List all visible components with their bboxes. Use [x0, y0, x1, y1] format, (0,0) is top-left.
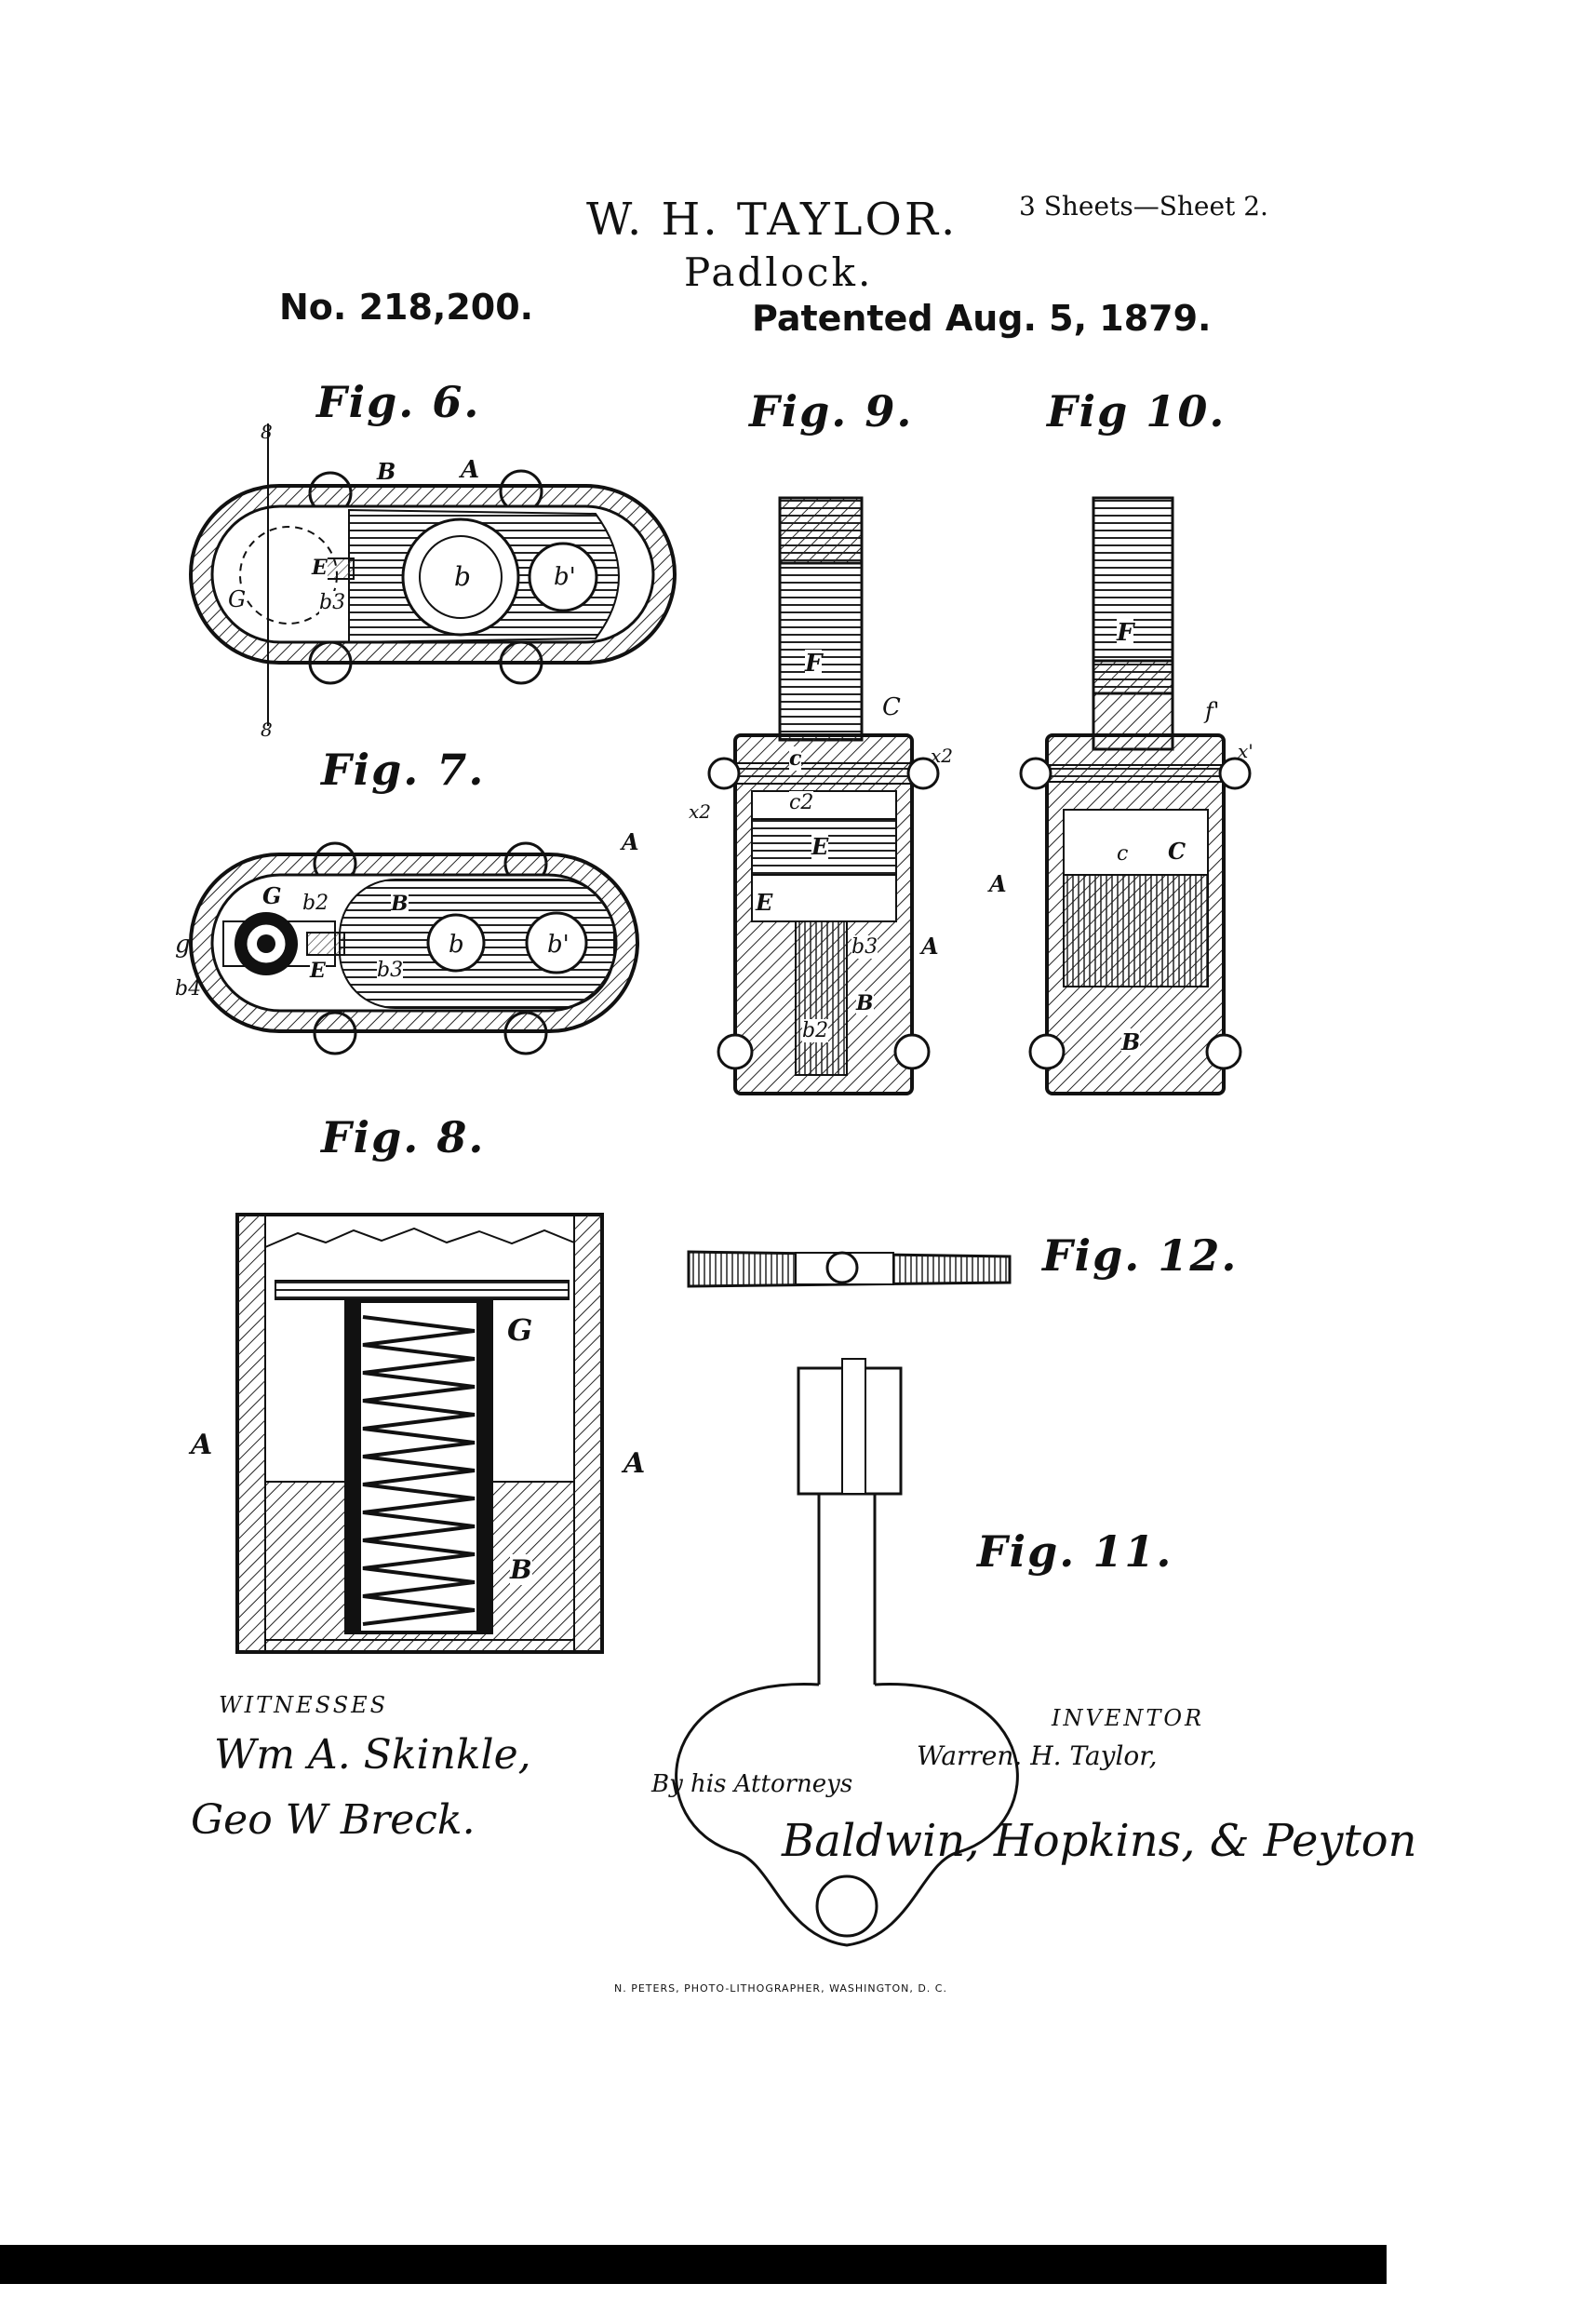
ref-letter: G — [262, 882, 282, 909]
ref-letter: A — [622, 828, 639, 855]
ref-letter: E — [811, 833, 829, 860]
patent-number: No. 218,200. — [279, 287, 534, 328]
ref-letter: A — [921, 933, 939, 960]
scan-border-bar — [0, 2245, 1387, 2284]
inventor-label: INVENTOR — [1052, 1705, 1205, 1731]
figure-12 — [687, 1250, 1012, 1288]
ref-letter: 8 — [261, 421, 273, 443]
ref-letter: c — [1117, 842, 1129, 866]
figure-11 — [675, 1358, 1019, 1947]
figure-6 — [189, 423, 677, 726]
witness-signature-1: Wm A. Skinkle, — [214, 1731, 531, 1779]
ref-letter: A — [623, 1447, 646, 1480]
ref-letter: A — [461, 456, 480, 484]
ref-letter: F — [1117, 619, 1134, 647]
fig-10-label: Fig 10. — [1047, 386, 1227, 437]
ref-letter: B — [391, 892, 409, 916]
figure-10 — [1019, 496, 1252, 1095]
ref-letter: G — [507, 1312, 533, 1348]
ref-letter: E — [312, 556, 328, 580]
ref-letter: E — [310, 959, 326, 983]
ref-letter: B — [377, 458, 396, 485]
inventor-name: W. H. TAYLOR. — [586, 194, 959, 246]
ref-letter: x2 — [689, 800, 712, 823]
ref-letter: b' — [554, 563, 576, 591]
ref-letter: A — [191, 1429, 213, 1461]
ref-letter: B — [856, 991, 874, 1015]
ref-letter: A — [989, 870, 1007, 897]
attorneys-signature: Baldwin, Hopkins, & Peyton — [782, 1815, 1417, 1867]
ref-letter: C — [1168, 838, 1186, 865]
ref-letter: c — [789, 746, 802, 771]
spring-coils — [362, 1315, 476, 1626]
fig-11-label: Fig. 11. — [977, 1526, 1173, 1577]
ref-letter: x' — [1238, 740, 1254, 762]
inventor-signature: Warren. H. Taylor, — [917, 1740, 1158, 1771]
fig-8-label: Fig. 8. — [321, 1112, 486, 1162]
ref-letter: b2 — [802, 1019, 829, 1042]
ref-letter: G — [228, 586, 247, 612]
attorneys-label: By his Attorneys — [651, 1770, 853, 1798]
ref-letter: 8 — [261, 719, 273, 741]
ref-letter: g — [175, 931, 191, 959]
witnesses-label: WITNESSES — [219, 1692, 389, 1718]
ref-letter: b3 — [851, 935, 878, 959]
fig-12-label: Fig. 12. — [1042, 1230, 1239, 1281]
ref-letter: c2 — [789, 791, 814, 814]
ref-letter: b4 — [175, 977, 202, 1001]
ref-letter: B — [1121, 1028, 1141, 1055]
ref-letter: b3 — [319, 591, 346, 614]
fig-6-label: Fig. 6. — [316, 377, 481, 427]
ref-letter: F — [805, 650, 823, 678]
ref-letter: b' — [547, 931, 570, 959]
fig-9-label: Fig. 9. — [749, 386, 914, 437]
ref-letter: f' — [1205, 698, 1220, 724]
lithographer-credit: N. PETERS, PHOTO-LITHOGRAPHER, WASHINGTO… — [614, 1982, 947, 1995]
witness-signature-2: Geo W Breck. — [191, 1796, 476, 1844]
patent-title: Padlock. — [684, 249, 874, 295]
fig-7-label: Fig. 7. — [321, 745, 486, 795]
patent-date: Patented Aug. 5, 1879. — [752, 298, 1212, 339]
ref-letter: B — [510, 1554, 532, 1585]
sheet-count: 3 Sheets—Sheet 2. — [1019, 191, 1268, 222]
ref-letter: E — [756, 889, 773, 916]
ref-letter: b2 — [302, 892, 329, 915]
ref-letter: b3 — [377, 959, 404, 982]
ref-letter: b — [454, 561, 471, 592]
figure-9 — [707, 496, 940, 1095]
ref-letter: C — [882, 693, 901, 721]
ref-letter: b — [449, 931, 464, 959]
figure-7 — [189, 841, 639, 1055]
figure-8 — [235, 1213, 604, 1654]
ref-letter: x2 — [931, 745, 954, 767]
